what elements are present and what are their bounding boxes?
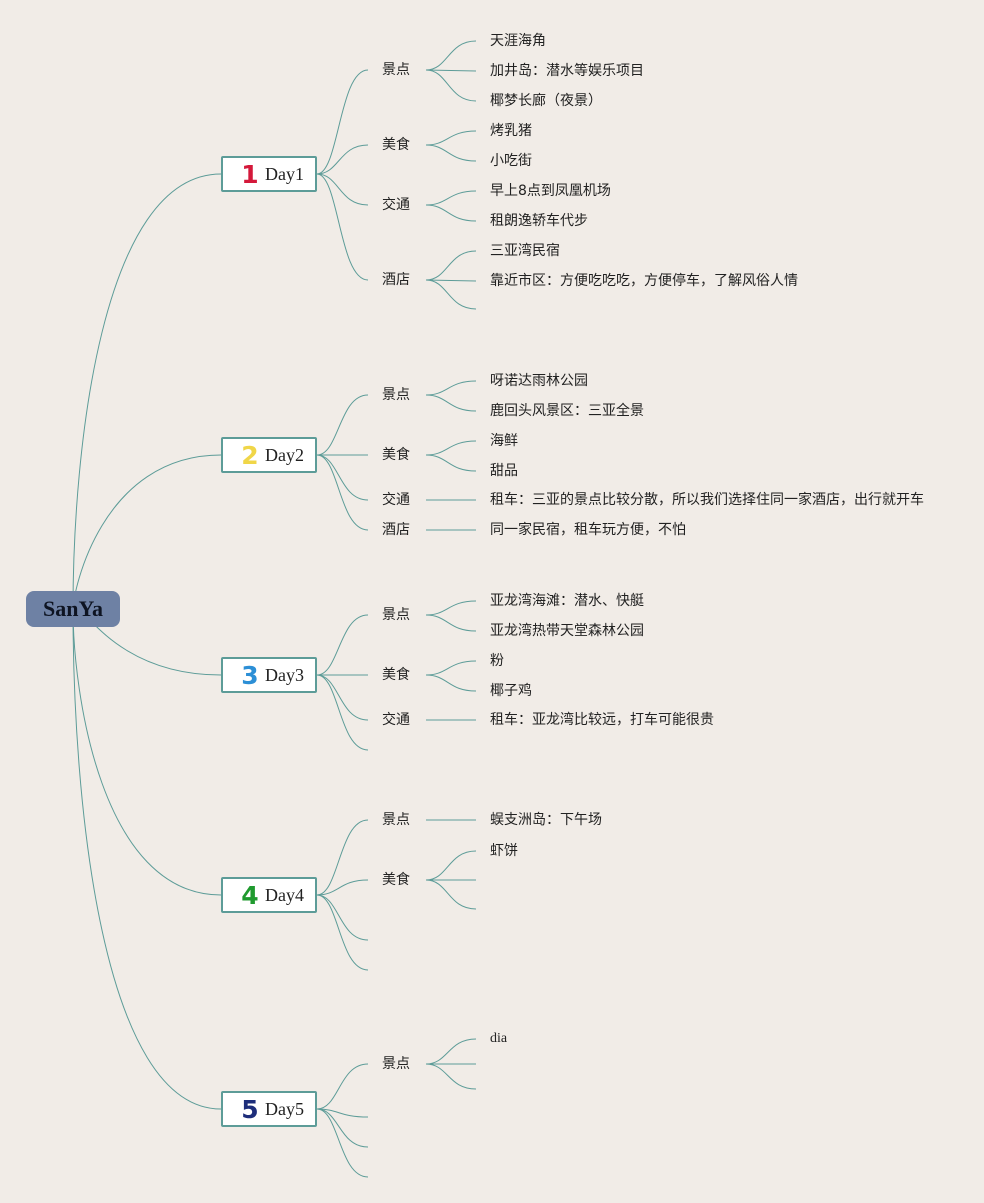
- leaf-node[interactable]: 海鲜: [490, 433, 518, 449]
- root-to-day-edge: [72, 173, 222, 610]
- leaf-node[interactable]: 早上8点到凤凰机场: [490, 183, 611, 199]
- category-to-leaf-edge: [425, 204, 477, 222]
- day-to-category-edge: [316, 894, 369, 971]
- category-node[interactable]: 美食: [382, 667, 410, 683]
- category-node[interactable]: 交通: [382, 712, 410, 728]
- leaf-node[interactable]: 租车：亚龙湾比较远，打车可能很贵: [490, 712, 714, 728]
- leaf-node[interactable]: 天涯海角: [490, 33, 546, 49]
- day-to-category-edge: [316, 674, 369, 751]
- leaf-node[interactable]: 同一家民宿，租车玩方便，不怕: [490, 522, 686, 538]
- leaf-node[interactable]: 虾饼: [490, 843, 518, 859]
- day-label: Day3: [265, 664, 304, 685]
- category-node[interactable]: 酒店: [382, 272, 410, 288]
- leaf-node[interactable]: 椰梦长廊（夜景）: [490, 93, 602, 109]
- category-to-leaf-edge: [425, 600, 477, 616]
- day-label: Day2: [265, 444, 304, 465]
- day-node-2[interactable]: 2 Day2: [221, 437, 317, 473]
- category-to-leaf-edge: [425, 279, 477, 282]
- category-to-leaf-edge: [425, 660, 477, 676]
- category-node[interactable]: 美食: [382, 447, 410, 463]
- category-to-leaf-edge: [425, 250, 477, 281]
- day-number-2: 2: [241, 440, 259, 470]
- category-to-leaf-edge: [425, 40, 477, 71]
- day-number-3: 3: [241, 660, 259, 690]
- category-node[interactable]: 美食: [382, 137, 410, 153]
- leaf-node[interactable]: 椰子鸡: [490, 683, 532, 699]
- day-to-category-edge: [316, 144, 369, 175]
- day-number-5: 5: [241, 1094, 259, 1124]
- day-label: Day4: [265, 884, 304, 905]
- category-node[interactable]: 景点: [382, 387, 410, 403]
- category-to-leaf-edge: [425, 454, 477, 472]
- category-node[interactable]: 酒店: [382, 522, 410, 538]
- day-number-1: 1: [241, 159, 259, 189]
- leaf-node[interactable]: 亚龙湾热带天堂森林公园: [490, 623, 644, 639]
- category-node[interactable]: 景点: [382, 812, 410, 828]
- day-to-category-edge: [316, 173, 369, 206]
- day-to-category-edge: [316, 879, 369, 896]
- category-to-leaf-edge: [425, 69, 477, 72]
- category-to-leaf-edge: [425, 380, 477, 396]
- category-to-leaf-edge: [425, 190, 477, 206]
- root-to-day-edge: [72, 608, 222, 896]
- day-to-category-edge: [316, 454, 369, 501]
- root-node[interactable]: SanYa: [26, 591, 120, 627]
- leaf-node[interactable]: 甜品: [490, 463, 518, 479]
- day-to-category-edge: [316, 894, 369, 941]
- day-node-1[interactable]: 1 Day1: [221, 156, 317, 192]
- day-label: Day1: [265, 163, 304, 184]
- leaf-node[interactable]: 小吃街: [490, 153, 532, 169]
- leaf-node[interactable]: 加井岛：潜水等娱乐项目: [490, 63, 644, 79]
- leaf-node[interactable]: dia: [490, 1031, 508, 1046]
- day-to-category-edge: [316, 454, 369, 531]
- day-to-category-edge: [316, 819, 369, 896]
- day-to-category-edge: [316, 394, 369, 456]
- day-to-category-edge: [316, 1108, 369, 1118]
- leaf-node[interactable]: 鹿回头风景区：三亚全景: [490, 403, 644, 419]
- day-to-category-edge: [316, 1108, 369, 1148]
- day-label: Day5: [265, 1098, 304, 1119]
- category-to-leaf-edge: [425, 674, 477, 692]
- day-number-4: 4: [241, 880, 259, 910]
- category-to-leaf-edge: [425, 1038, 477, 1065]
- category-to-leaf-edge: [425, 440, 477, 456]
- category-node[interactable]: 交通: [382, 492, 410, 508]
- day-node-3[interactable]: 3 Day3: [221, 657, 317, 693]
- day-node-5[interactable]: 5 Day5: [221, 1091, 317, 1127]
- day-to-category-edge: [316, 69, 369, 175]
- leaf-node[interactable]: 亚龙湾海滩：潜水、快艇: [490, 593, 644, 609]
- category-to-leaf-edge: [425, 130, 477, 146]
- day-to-category-edge: [316, 173, 369, 281]
- category-to-leaf-edge: [425, 614, 477, 632]
- leaf-node[interactable]: 租车：三亚的景点比较分散，所以我们选择住同一家酒店，出行就开车: [490, 492, 924, 508]
- leaf-node[interactable]: 呀诺达雨林公园: [490, 373, 588, 389]
- leaf-node[interactable]: 靠近市区：方便吃吃吃，方便停车，了解风俗人情: [490, 273, 798, 289]
- category-to-leaf-edge: [425, 850, 477, 881]
- day-to-category-edge: [316, 614, 369, 676]
- category-node[interactable]: 美食: [382, 872, 410, 888]
- leaf-node[interactable]: 粉: [490, 653, 504, 669]
- category-to-leaf-edge: [425, 1063, 477, 1090]
- category-to-leaf-edge: [425, 144, 477, 162]
- day-to-category-edge: [316, 1108, 369, 1178]
- category-node[interactable]: 景点: [382, 607, 410, 623]
- category-to-leaf-edge: [425, 69, 477, 102]
- root-to-day-edge: [72, 608, 222, 1110]
- category-to-leaf-edge: [425, 394, 477, 412]
- category-node[interactable]: 景点: [382, 1056, 410, 1072]
- leaf-node[interactable]: 烤乳猪: [490, 123, 532, 139]
- root-to-day-edge: [72, 454, 222, 610]
- category-to-leaf-edge: [425, 879, 477, 910]
- day-node-4[interactable]: 4 Day4: [221, 877, 317, 913]
- category-node[interactable]: 景点: [382, 62, 410, 78]
- leaf-node[interactable]: 蜈支洲岛：下午场: [490, 812, 602, 828]
- leaf-node[interactable]: 租朗逸轿车代步: [490, 213, 588, 229]
- leaf-node[interactable]: 三亚湾民宿: [490, 243, 560, 259]
- category-node[interactable]: 交通: [382, 197, 410, 213]
- category-to-leaf-edge: [425, 279, 477, 310]
- day-to-category-edge: [316, 674, 369, 721]
- day-to-category-edge: [316, 1063, 369, 1110]
